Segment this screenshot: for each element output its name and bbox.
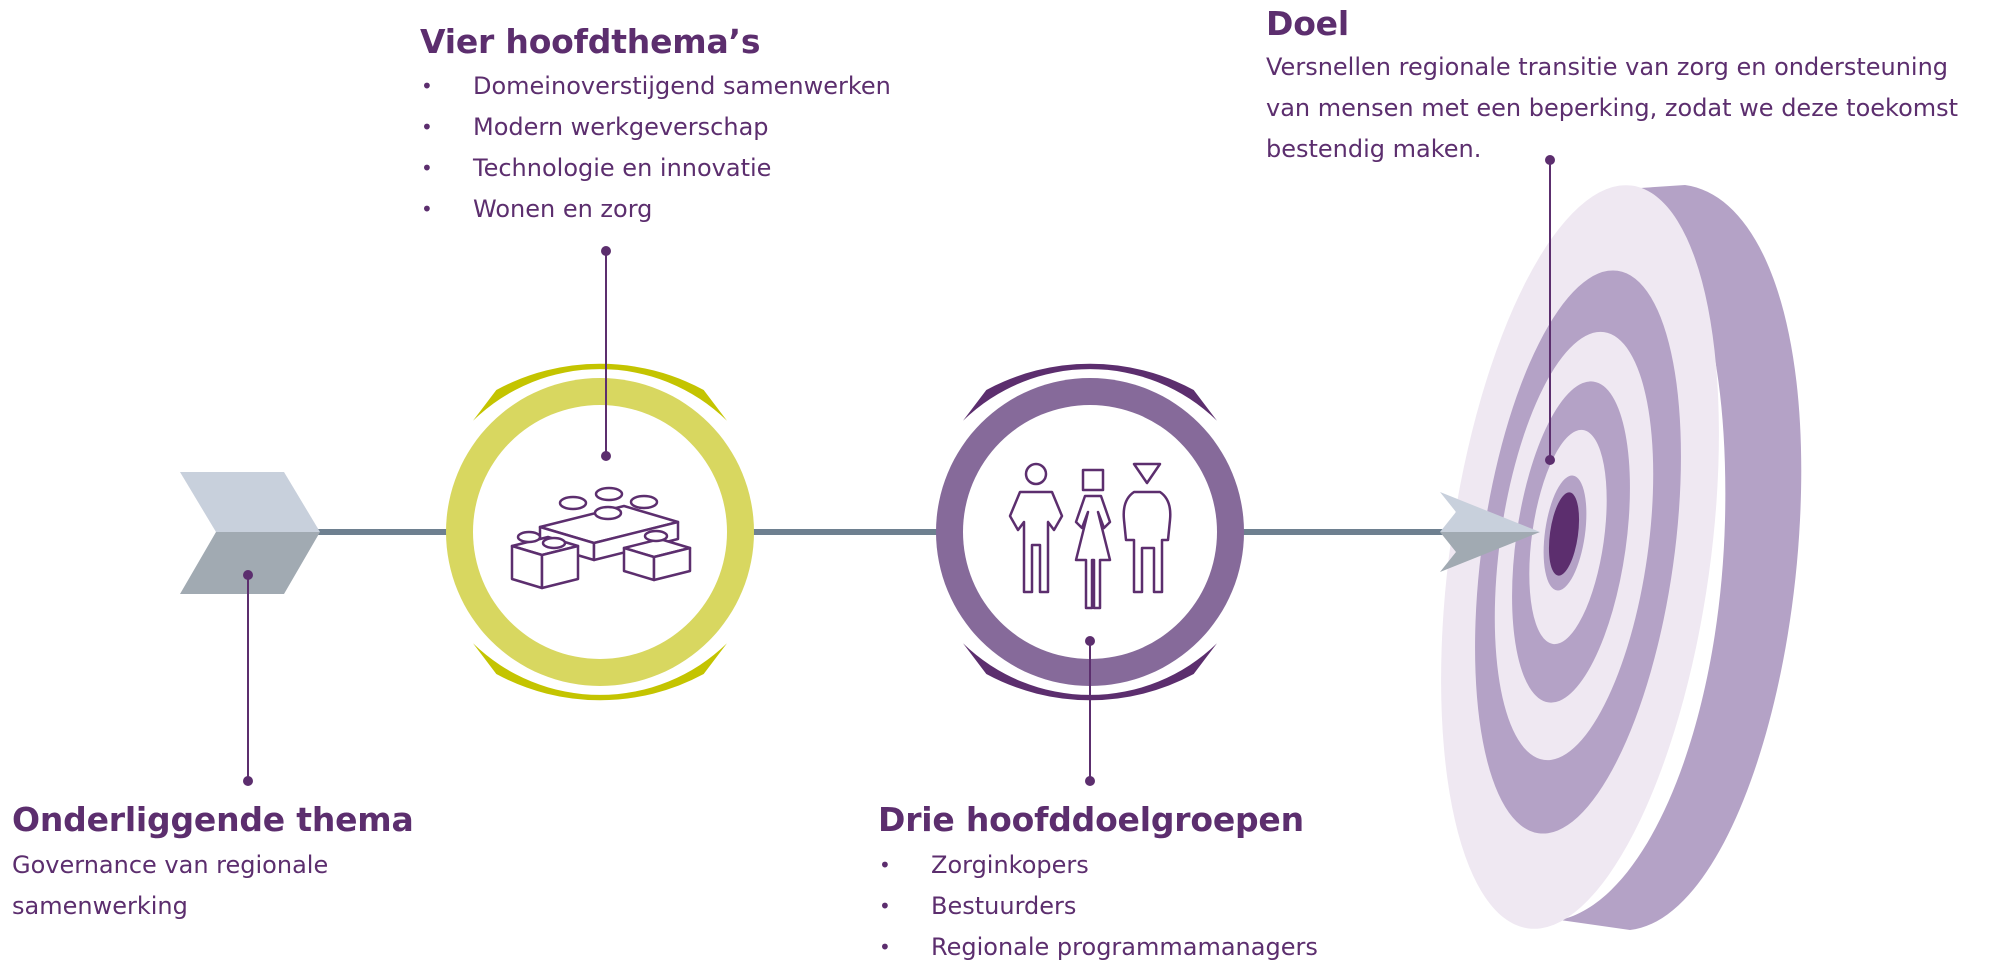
list-item: Regionale programmamanagers: [878, 927, 1318, 968]
list-item: Bestuurders: [878, 886, 1318, 927]
list-item: Wonen en zorg: [420, 189, 891, 230]
themes-title: Vier hoofdthema’s: [420, 22, 761, 61]
underlying-line: Governance van regionale: [12, 851, 329, 879]
list-item: Modern werkgeverschap: [420, 107, 891, 148]
callout-underlying: [243, 570, 253, 786]
underlying-title: Onderliggende thema: [12, 800, 414, 839]
underlying-text: Governance van regionale samenwerking: [12, 845, 328, 927]
target-icon: [1441, 185, 1802, 930]
people-group-icon: [1008, 462, 1172, 610]
list-item: Zorginkopers: [878, 845, 1318, 886]
building-blocks-icon: [510, 486, 692, 590]
groups-list: Zorginkopers Bestuurders Regionale progr…: [878, 845, 1318, 968]
callout-themes: [601, 246, 611, 461]
goal-text: Versnellen regionale transitie van zorg …: [1266, 47, 1958, 170]
themes-list: Domeinoverstijgend samenwerken Modern we…: [420, 66, 891, 230]
arrowhead: [1440, 492, 1540, 572]
list-item: Technologie en innovatie: [420, 148, 891, 189]
goal-line: bestendig maken.: [1266, 135, 1482, 163]
goal-title: Doel: [1266, 4, 1349, 43]
list-item: Domeinoverstijgend samenwerken: [420, 66, 891, 107]
callout-goal: [1545, 155, 1555, 465]
arrow-fletching-icon: [180, 472, 320, 594]
goal-line: van mensen met een beperking, zodat we d…: [1266, 94, 1959, 122]
goal-line: Versnellen regionale transitie van zorg …: [1266, 53, 1949, 81]
callout-groups: [1085, 636, 1095, 786]
groups-title: Drie hoofddoelgroepen: [878, 800, 1304, 839]
underlying-line: samenwerking: [12, 892, 188, 920]
